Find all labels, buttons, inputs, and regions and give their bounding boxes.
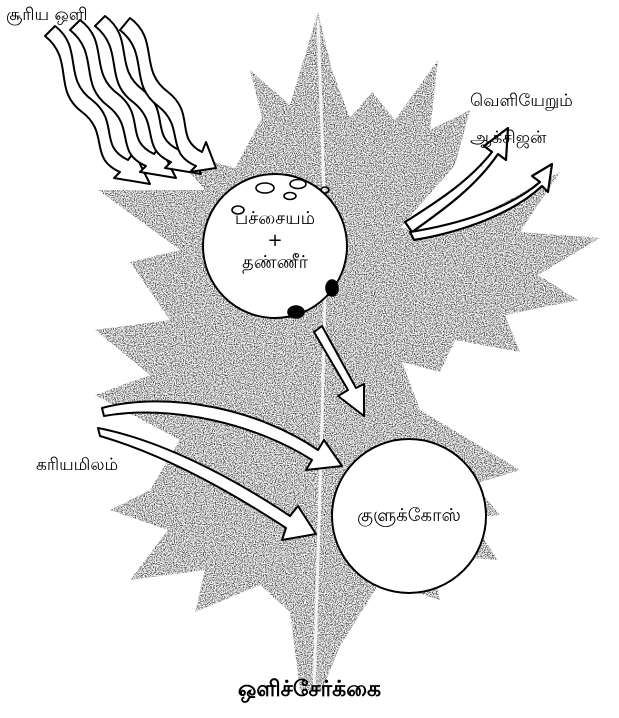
water-label: தண்ணீர் xyxy=(203,252,347,274)
co2-label: கரியமிலம் xyxy=(36,454,118,476)
diagram-caption: ஒளிச்சேர்க்கை xyxy=(0,677,619,705)
sunlight-arrows xyxy=(45,16,216,184)
top-circle-text: பச்சையம் + தண்ணீர் xyxy=(203,208,347,274)
oxygen-label-line2: ஆக்சிஜன் xyxy=(470,127,546,149)
sunlight-label: சூரிய ஒளி xyxy=(6,4,88,26)
oxygen-label-line1: வெளியேறும் xyxy=(470,90,573,112)
glucose-label: குளுக்கோஸ் xyxy=(332,505,486,527)
chlorophyll-label: பச்சையம் xyxy=(203,208,347,230)
plus-sign: + xyxy=(203,230,347,252)
